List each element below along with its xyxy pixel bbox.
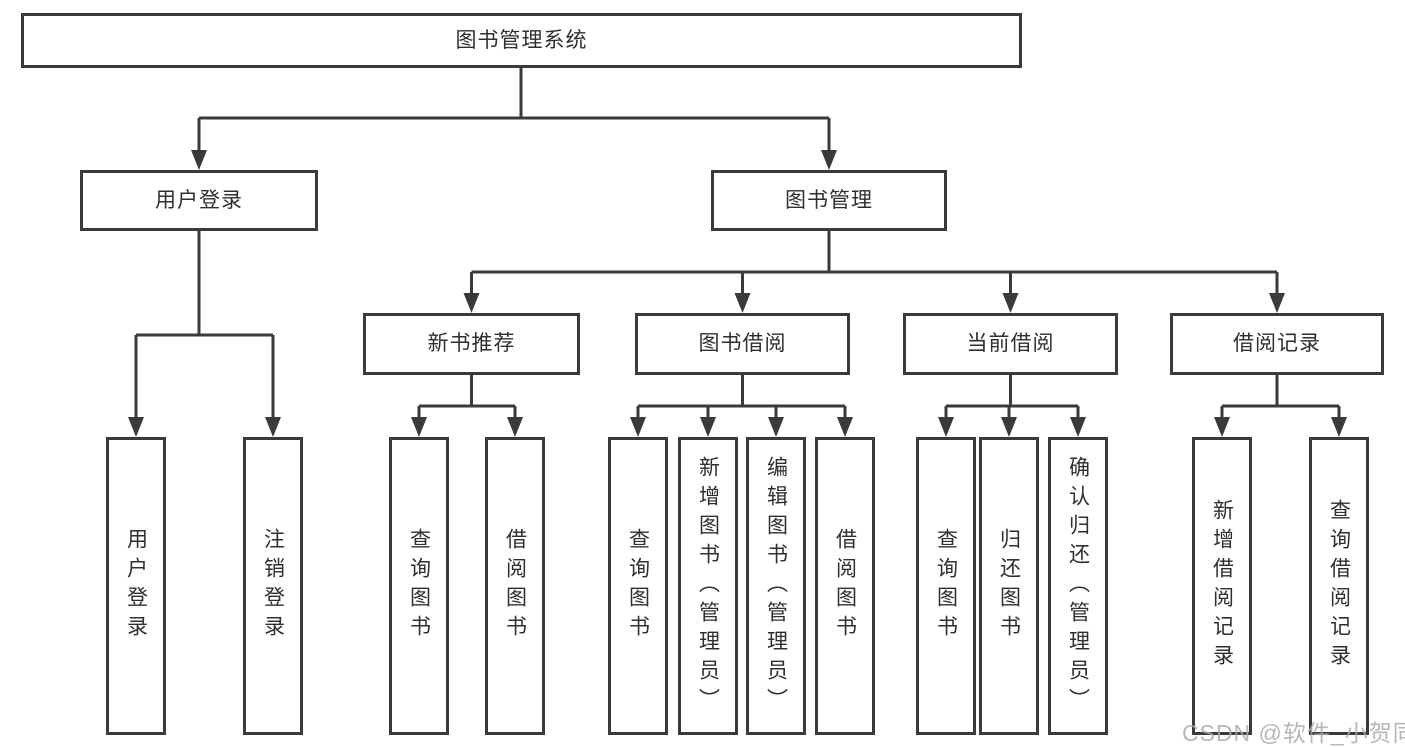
leaf-query-borrow-record: 查询借阅记录: [1309, 437, 1369, 735]
node-user-login-module: 用户登录: [80, 170, 318, 231]
leaf-borrow-books: 借阅图书: [815, 437, 875, 735]
leaf-recommend-borrow-books: 借阅图书: [485, 437, 545, 735]
node-book-borrow: 图书借阅: [635, 313, 850, 375]
node-new-book-recommend: 新书推荐: [363, 313, 580, 375]
leaf-current-query-books: 查询图书: [916, 437, 976, 735]
node-borrow-records: 借阅记录: [1170, 313, 1384, 375]
leaf-edit-books-admin: 编辑图书（管理员）: [746, 437, 806, 735]
leaf-return-books: 归还图书: [979, 437, 1039, 735]
node-current-borrow: 当前借阅: [903, 313, 1118, 375]
leaf-borrow-query-books: 查询图书: [608, 437, 668, 735]
leaf-add-borrow-record: 新增借阅记录: [1192, 437, 1252, 735]
leaf-user-login: 用户登录: [106, 437, 166, 735]
leaf-add-books-admin: 新增图书（管理员）: [678, 437, 738, 735]
csdn-watermark: CSDN @软件_小贺同学: [1182, 720, 1405, 746]
leaf-logout: 注销登录: [243, 437, 303, 735]
node-book-management-module: 图书管理: [711, 170, 947, 231]
leaf-recommend-query-books: 查询图书: [389, 437, 449, 735]
leaf-confirm-return-admin: 确认归还（管理员）: [1048, 437, 1108, 735]
node-root-system: 图书管理系统: [21, 13, 1022, 68]
